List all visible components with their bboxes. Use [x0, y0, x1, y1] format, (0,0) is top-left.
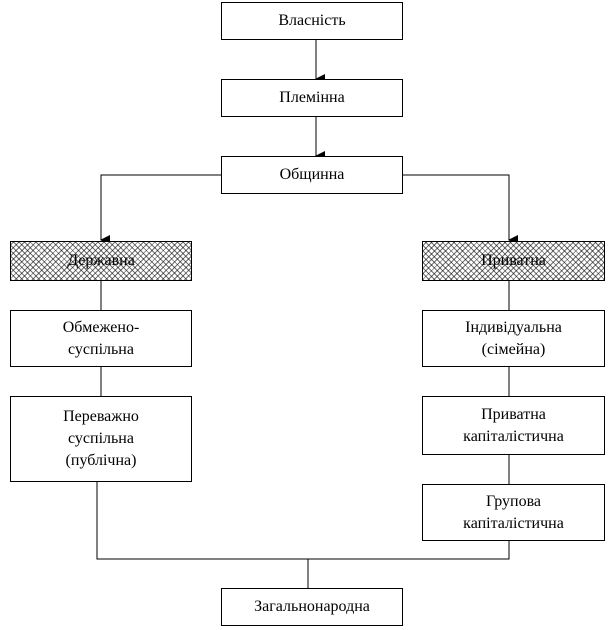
node-pryvatna-kapitalistychna: Приватна капіталістична: [422, 396, 605, 455]
node-hrupova-kapitalistychna: Групова капіталістична: [422, 484, 605, 541]
arrow-obshchynna-to-derzhavna: [100, 174, 221, 245]
node-derzhavna-label: Державна: [67, 252, 135, 269]
node-obshchynna: Общинна: [221, 156, 403, 194]
line-merge-to-zahalnonarodna: [96, 481, 510, 560]
node-perevazhno-suspilna: Переважно суспільна (публічна): [10, 396, 192, 482]
node-pryvatna: Приватна: [422, 241, 605, 281]
node-zahalnonarodna: Загальнонародна: [221, 588, 403, 626]
node-obmezheno-suspilna: Обмежено- суспільна: [10, 310, 192, 367]
arrow-obshchynna-to-pryvatna: [402, 174, 518, 245]
node-derzhavna: Державна: [10, 241, 192, 281]
node-pleminna: Племінна: [221, 79, 403, 117]
node-indyvidualna: Індивідуальна (сімейна): [422, 310, 605, 367]
node-vlasnist: Власність: [221, 2, 403, 40]
node-pryvatna-label: Приватна: [481, 252, 546, 269]
